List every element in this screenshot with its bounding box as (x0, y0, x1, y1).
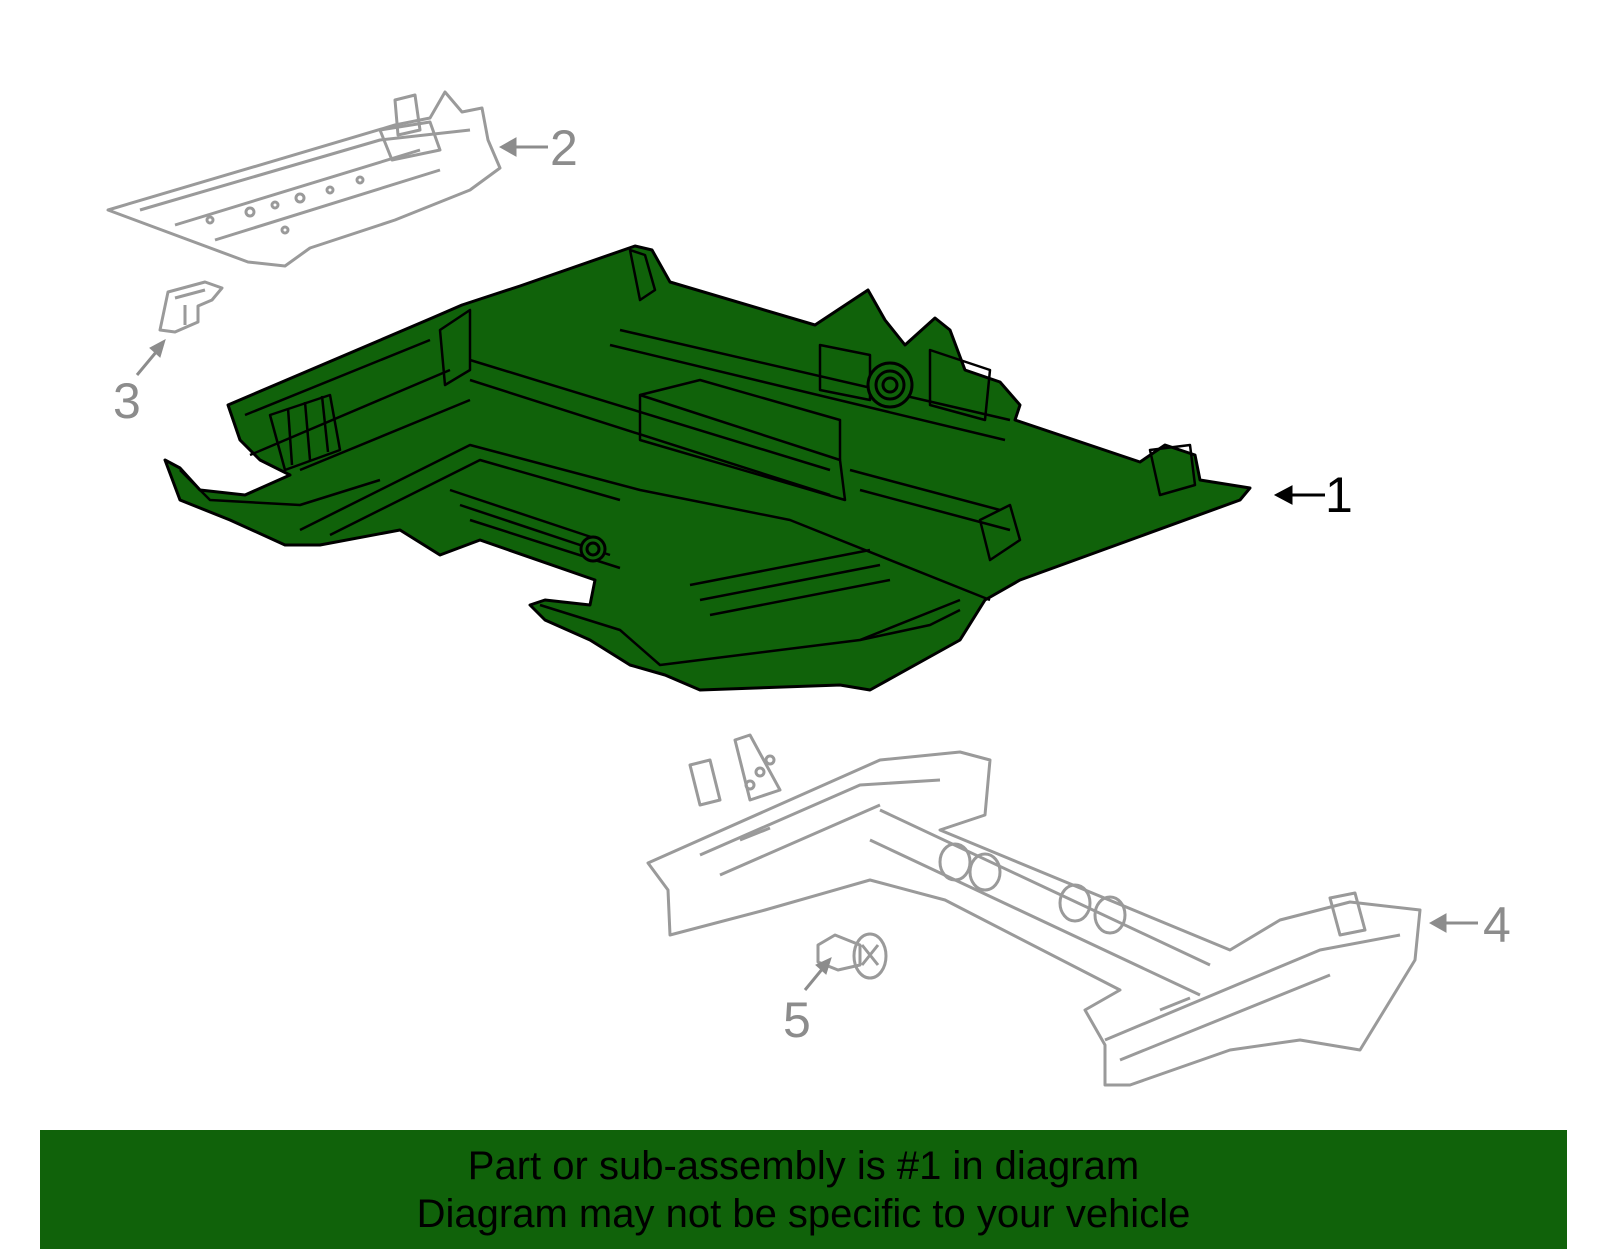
callout-4-arrowhead (1428, 913, 1447, 933)
part-2-upper-floor-panel (106, 90, 502, 268)
part-3-bracket (158, 280, 224, 334)
banner-line-2: Diagram may not be specific to your vehi… (416, 1191, 1191, 1236)
part-1-floor-pan (163, 244, 1252, 692)
callout-numbers: 1 2 3 4 5 (113, 120, 1511, 1048)
callout-5-arrowhead (815, 957, 832, 975)
parts-diagram: 1 2 3 4 5 (106, 90, 1511, 1087)
banner-line-1: Part or sub-assembly is #1 in diagram (467, 1143, 1140, 1188)
callout-1-arrowhead (1273, 485, 1293, 505)
callout-3-number: 3 (113, 373, 141, 429)
disclaimer-banner: Part or sub-assembly is #1 in diagram Di… (40, 1130, 1567, 1249)
callout-5-number: 5 (783, 992, 811, 1048)
callout-1-number: 1 (1325, 467, 1353, 523)
callout-4-number: 4 (1483, 897, 1511, 953)
part-4-crossmember (646, 733, 1422, 1087)
callout-leaders (135, 137, 1478, 991)
callout-2-arrowhead (498, 137, 517, 157)
callout-2-number: 2 (550, 120, 578, 176)
part-5-bolt (816, 932, 888, 980)
callout-3-arrowhead (149, 338, 166, 358)
